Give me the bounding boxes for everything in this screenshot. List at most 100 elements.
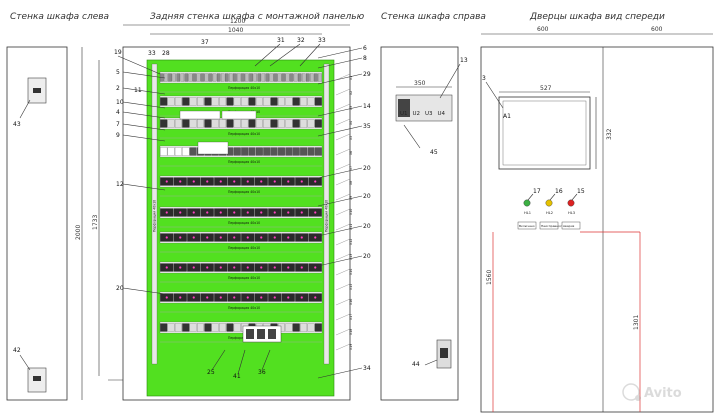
label-block: [179, 110, 221, 120]
rail-device: [281, 73, 286, 82]
rail-device: [160, 119, 168, 128]
lamp-leader: [571, 193, 578, 201]
wire-number: X12: [349, 239, 353, 245]
module-label: U4: [438, 111, 446, 117]
relay-indicator: [179, 296, 182, 299]
relay-indicator: [314, 296, 317, 299]
leader-43: [19, 99, 31, 119]
relay-indicator: [206, 296, 209, 299]
rail-device: [160, 323, 168, 332]
rail-device: [211, 323, 219, 332]
rail-device: [192, 73, 197, 82]
leader-left: [122, 183, 166, 191]
rail-device: [174, 147, 182, 156]
rail-device: [212, 73, 217, 82]
leader-right: [317, 57, 363, 69]
rail-device: [278, 97, 285, 106]
relay-indicator: [165, 211, 168, 214]
rail-device: [233, 73, 237, 82]
callout-right: 6: [363, 45, 367, 52]
rail-device: [261, 73, 266, 82]
callout-right: 8: [363, 55, 367, 62]
callout-13: 13: [460, 57, 468, 64]
relay-indicator: [246, 211, 249, 214]
rail-device: [248, 119, 256, 128]
callout-right: 29: [363, 71, 371, 78]
rail-device: [314, 147, 322, 156]
callout-25: 25: [207, 369, 215, 376]
rail-device: [278, 119, 285, 128]
module-label: U1: [400, 111, 408, 117]
callout-left: 10: [116, 99, 124, 106]
leader-41: [237, 349, 246, 375]
left-wall-outline: [6, 46, 68, 401]
relay-indicator: [165, 236, 168, 239]
rail-device: [270, 119, 278, 128]
window-label-a1: A1: [503, 113, 511, 120]
back-wall-title: Задняя стенка шкафа с монтажной панелью: [150, 12, 365, 22]
lamp-hl2: [545, 199, 553, 207]
rail-device: [270, 147, 278, 156]
relay-indicator: [260, 236, 263, 239]
dim-1200: 1200: [230, 18, 245, 25]
rail-device: [300, 119, 308, 128]
callout-left: 5: [116, 69, 120, 76]
rail-device: [226, 119, 234, 128]
wire-tick: [335, 73, 351, 81]
rail-device: [292, 97, 300, 106]
relay-indicator: [165, 180, 168, 183]
dim-2000: 2000: [75, 225, 82, 240]
rail-label: Перфорация 40x10: [228, 160, 260, 164]
leader-right: [317, 47, 363, 59]
callout-32: 32: [297, 37, 305, 44]
relay-indicator: [273, 211, 276, 214]
relay-indicator: [233, 266, 236, 269]
leader-right: [317, 255, 363, 267]
module-label: U3: [425, 111, 433, 117]
rail-device: [300, 97, 308, 106]
wire-tick: [335, 328, 351, 336]
leader-left: [122, 101, 166, 109]
relay-indicator: [192, 211, 195, 214]
callout-right: 35: [363, 123, 371, 130]
rail-device: [204, 323, 212, 332]
rail-device: [204, 97, 212, 106]
rail-device: [182, 119, 190, 128]
wire-tick: [335, 283, 351, 291]
rail-device: [204, 73, 209, 82]
leader-32: [269, 43, 301, 67]
wire-number: X9: [349, 196, 353, 200]
rail-device: [263, 119, 271, 128]
relay-indicator: [179, 180, 182, 183]
wire-number: X19: [349, 344, 353, 350]
leader-42: [19, 354, 31, 371]
rail-device: [285, 147, 293, 156]
callout-28: 28: [162, 50, 170, 57]
relay-indicator: [273, 266, 276, 269]
rail-device: [307, 323, 315, 332]
wire-number: X15: [349, 284, 353, 290]
leader-right: [317, 195, 363, 207]
wire-number: X14: [349, 269, 353, 275]
wire-tick: [335, 208, 351, 216]
wire-number: X10: [349, 209, 353, 215]
relay-indicator: [179, 211, 182, 214]
rail-device: [219, 119, 227, 128]
callout-33a: 33: [148, 50, 156, 57]
lamp-leader: [527, 193, 534, 201]
leader-left: [122, 87, 166, 95]
relay-indicator: [219, 211, 222, 214]
rail-device: [307, 119, 315, 128]
rail-device: [233, 97, 241, 106]
callout-left: 7: [116, 121, 120, 128]
relay-indicator: [219, 266, 222, 269]
wire-tick: [335, 88, 351, 96]
leader-45: [403, 124, 421, 149]
wire-tick: [335, 223, 351, 231]
rail-device: [233, 119, 241, 128]
lamp-leader: [549, 193, 556, 201]
rail-device: [197, 97, 204, 106]
rail-device: [255, 97, 263, 106]
indicator-lamps: HL1Включено17HL2Неисправность16HL3Авария…: [517, 188, 585, 230]
rail-device: [253, 73, 257, 82]
